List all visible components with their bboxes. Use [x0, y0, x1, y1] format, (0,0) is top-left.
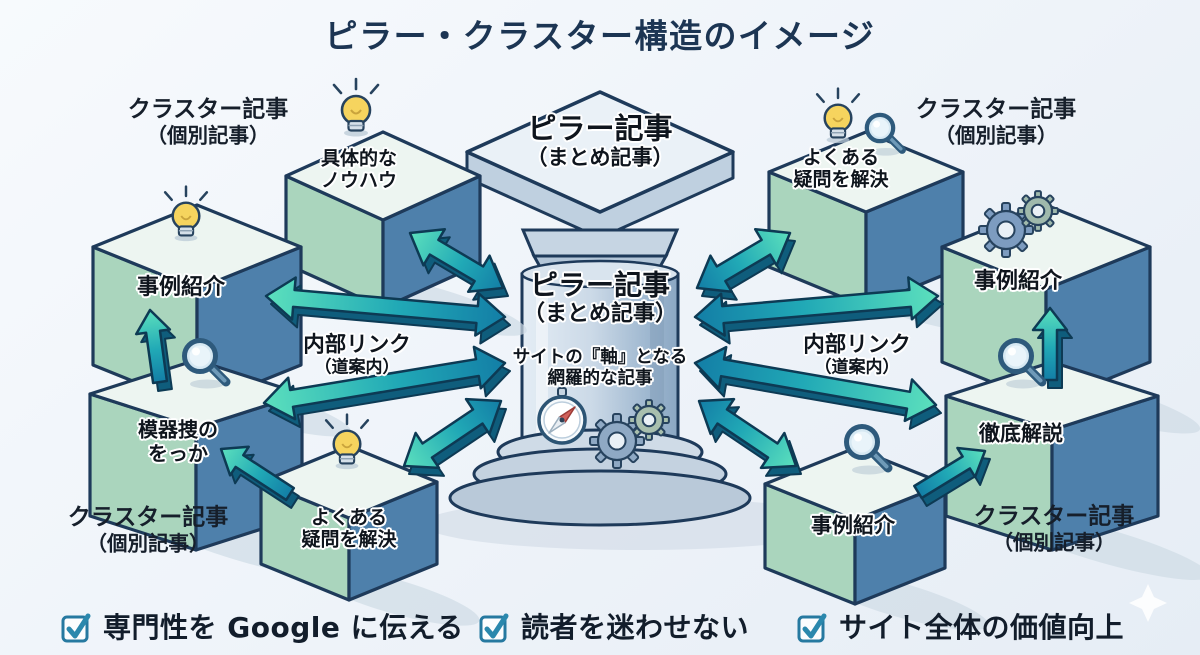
- link-label-left: 内部リンク （道案内）: [303, 332, 411, 378]
- magnifier-icon: [182, 338, 231, 389]
- lightbulb-icon: [815, 87, 861, 144]
- gear-icon: [978, 202, 1034, 258]
- footer-item-label: 専門性を Google に伝える: [103, 611, 464, 644]
- footer-item-label: サイト全体の価値向上: [839, 611, 1125, 644]
- pillar-desc-line2: 網羅的な記事: [547, 368, 653, 388]
- arrow-search-trigger-case-left: [134, 308, 176, 392]
- pillar-cap-line2: （まとめ記事）: [526, 145, 674, 170]
- footer-item-expertise: 専門性を Google に伝える: [60, 606, 464, 646]
- cluster-label-top-left: クラスター記事 （個別記事）: [127, 96, 289, 148]
- checkbox-icon: [797, 613, 827, 643]
- pillar-body-label: ピラー記事 （まとめ記事）: [523, 269, 677, 328]
- cube-label-search-trigger: 模器捜の をっか: [138, 417, 218, 465]
- cube-label-deep-dive: 徹底解説: [979, 421, 1063, 446]
- cluster-label-bottom-left: クラスター記事 （個別記事）: [67, 504, 229, 556]
- cube-faq-left: [259, 444, 480, 626]
- pillar-desc-label: サイトの『軸』となる 網羅的な記事: [513, 347, 687, 388]
- pillar-cap-label: ピラー記事 （まとめ記事）: [527, 112, 674, 171]
- cluster-label-top-right: クラスター記事 （個別記事）: [915, 96, 1077, 148]
- footer-item-readers: 読者を迷わせない: [478, 606, 749, 646]
- icons-layer: [163, 77, 1059, 475]
- arrow-pillar-case-bottom-right: [697, 397, 802, 477]
- arrow-pillar-deep-dive: [693, 345, 942, 430]
- arrow-pillar-search-trigger: [262, 345, 511, 429]
- cube-label-faq-right: よくある 疑問を解決: [793, 146, 889, 191]
- cube-label-case-left: 事例紹介: [136, 275, 226, 301]
- lightbulb-icon: [163, 185, 209, 242]
- gear-icon: [1017, 190, 1059, 232]
- cluster-label-bottom-right: クラスター記事 （個別記事）: [973, 503, 1135, 555]
- arrow-deep-dive-case-right: [1031, 306, 1073, 389]
- arrow-pillar-case-right: [693, 276, 944, 345]
- pillar-desc-line1: サイトの『軸』となる: [512, 347, 688, 368]
- sparkle-icon: [1129, 584, 1167, 622]
- checkbox-icon: [61, 613, 91, 643]
- magnifier-icon: [998, 338, 1047, 389]
- checkbox-icon: [479, 613, 509, 643]
- footer-item-label: 読者を迷わせない: [521, 611, 750, 644]
- arrow-pillar-faq-left: [402, 397, 507, 477]
- lightbulb-icon: [332, 77, 380, 137]
- gear-icon: [628, 399, 670, 441]
- compass-icon: [537, 387, 587, 445]
- arrows-layer: [134, 227, 1073, 509]
- arrow-case-bottom-deep-dive: [913, 446, 991, 507]
- magnifier-icon: [864, 112, 906, 156]
- gear-icon: [589, 413, 645, 469]
- cube-label-case-bottom-right: 事例紹介: [811, 513, 895, 538]
- cube-label-howto: 具体的な ノウハウ: [320, 147, 398, 192]
- magnifier-icon: [844, 424, 893, 475]
- link-label-right: 内部リンク （道案内）: [803, 332, 911, 378]
- cube-deep-dive: [944, 360, 1200, 580]
- arrow-pillar-case-left: [264, 276, 511, 345]
- lightbulb-icon: [324, 413, 370, 470]
- cubes-layer: [88, 130, 1200, 631]
- cube-label-case-right: 事例紹介: [973, 269, 1063, 295]
- page-title: ピラー・クラスター構造のイメージ: [324, 16, 876, 56]
- pillar-cap-line1: ピラー記事: [527, 111, 673, 146]
- footer-item-site-value: サイト全体の価値向上: [796, 606, 1124, 646]
- arrow-faq-left-search-trigger: [219, 445, 300, 509]
- cube-label-faq-left: よくある 疑問を解決: [301, 506, 397, 551]
- pillar-body-line2: （まとめ記事）: [522, 301, 678, 327]
- arrow-pillar-faq-right: [695, 227, 796, 301]
- arrow-pillar-howto: [408, 227, 509, 301]
- pillar-body-line1: ピラー記事: [529, 268, 671, 302]
